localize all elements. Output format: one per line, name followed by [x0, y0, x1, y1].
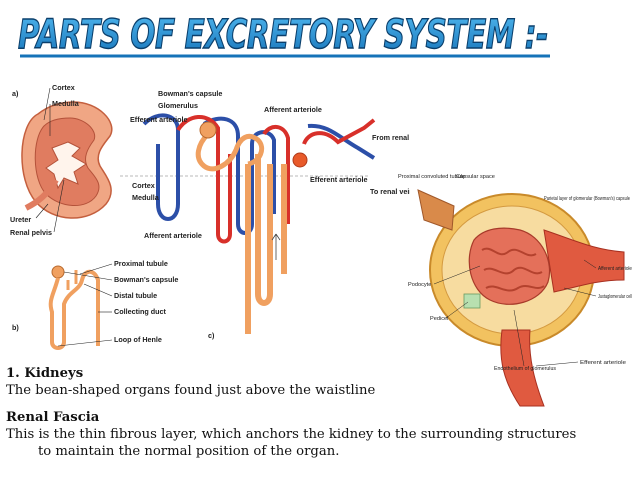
- kidney-cross-section: [21, 101, 113, 219]
- fascia-text-2: to maintain the normal position of the o…: [38, 444, 340, 459]
- slide-title: PARTS OF EXCRETORY SYSTEM :-: [14, 6, 554, 62]
- label-afferent-arteriole: Afferent arteriole: [598, 266, 632, 272]
- nephron-diagram-small: [48, 265, 100, 350]
- label-medulla: Medulla: [52, 99, 80, 108]
- nephron-vessel-diagram: [120, 113, 376, 334]
- label-bowmans-capsule: Bowman's capsule: [158, 89, 222, 98]
- panel-a-label: a): [12, 89, 19, 98]
- fascia-heading: Renal Fascia: [6, 410, 100, 425]
- label-from-renal-artery: From renal artery: [372, 133, 410, 142]
- panel-b-label: b): [12, 323, 19, 332]
- label-efferent-arteriole-mid: Efferent arteriole: [310, 175, 368, 184]
- label-cortex: Cortex: [52, 84, 75, 92]
- label-ureter: Ureter: [10, 215, 31, 224]
- label-distal-tubule: Distal tubule: [114, 291, 157, 300]
- label-capsular-space: Capsular space: [456, 174, 495, 180]
- label-glomerulus: Glomerulus: [158, 101, 198, 110]
- nephron-figure: a) Cortex Medulla Ureter Renal pelvis b)…: [8, 83, 431, 366]
- slide-title-text: PARTS OF EXCRETORY SYSTEM :-: [18, 12, 548, 58]
- fascia-text-1: This is the thin fibrous layer, which an…: [6, 427, 577, 442]
- label-juxtaglomerular-cell: Juxtaglomerular cell: [598, 294, 632, 300]
- label-proximal-tubule: Proximal tubule: [114, 259, 168, 268]
- panel-c-label: c): [208, 331, 215, 340]
- label-renal-pelvis: Renal pelvis: [10, 228, 52, 237]
- label-podocyte: Podocyte: [408, 282, 431, 288]
- label-afferent-arteriole-bottom: Afferent arteriole: [144, 231, 202, 240]
- label-proximal-convoluted-tubule: Proximal convoluted tubule: [398, 174, 465, 180]
- glomerulus-illustration: [417, 189, 625, 407]
- label-bowmans-capsule-b: Bowman's capsule: [114, 275, 178, 284]
- label-cortex-c: Cortex: [132, 181, 155, 190]
- label-collecting-duct: Collecting duct: [114, 307, 167, 316]
- label-parietal-layer: Parietal layer of glomerular (Bowman's) …: [544, 196, 630, 202]
- label-efferent-arteriole: Efferent arteriole: [580, 360, 626, 366]
- label-efferent-arteriole-top: Efferent arteriole: [130, 115, 188, 124]
- kidneys-heading: 1. Kidneys: [6, 366, 84, 381]
- kidneys-text: The bean-shaped organs found just above …: [6, 383, 376, 398]
- label-afferent-arteriole-top: Afferent arteriole: [264, 105, 322, 114]
- label-loop-of-henle: Loop of Henle: [114, 335, 162, 344]
- caption-block: 1. Kidneys The bean-shaped organs found …: [6, 365, 634, 460]
- label-pedicel: Pedicel: [430, 316, 448, 322]
- label-endothelium: Endothelium of glomerulus: [494, 366, 556, 372]
- glomerulus-figure: Proximal convoluted tubule Capsular spac…: [394, 170, 634, 410]
- label-medulla-c: Medulla: [132, 193, 160, 202]
- label-to-renal-vein: To renal vein: [370, 187, 410, 196]
